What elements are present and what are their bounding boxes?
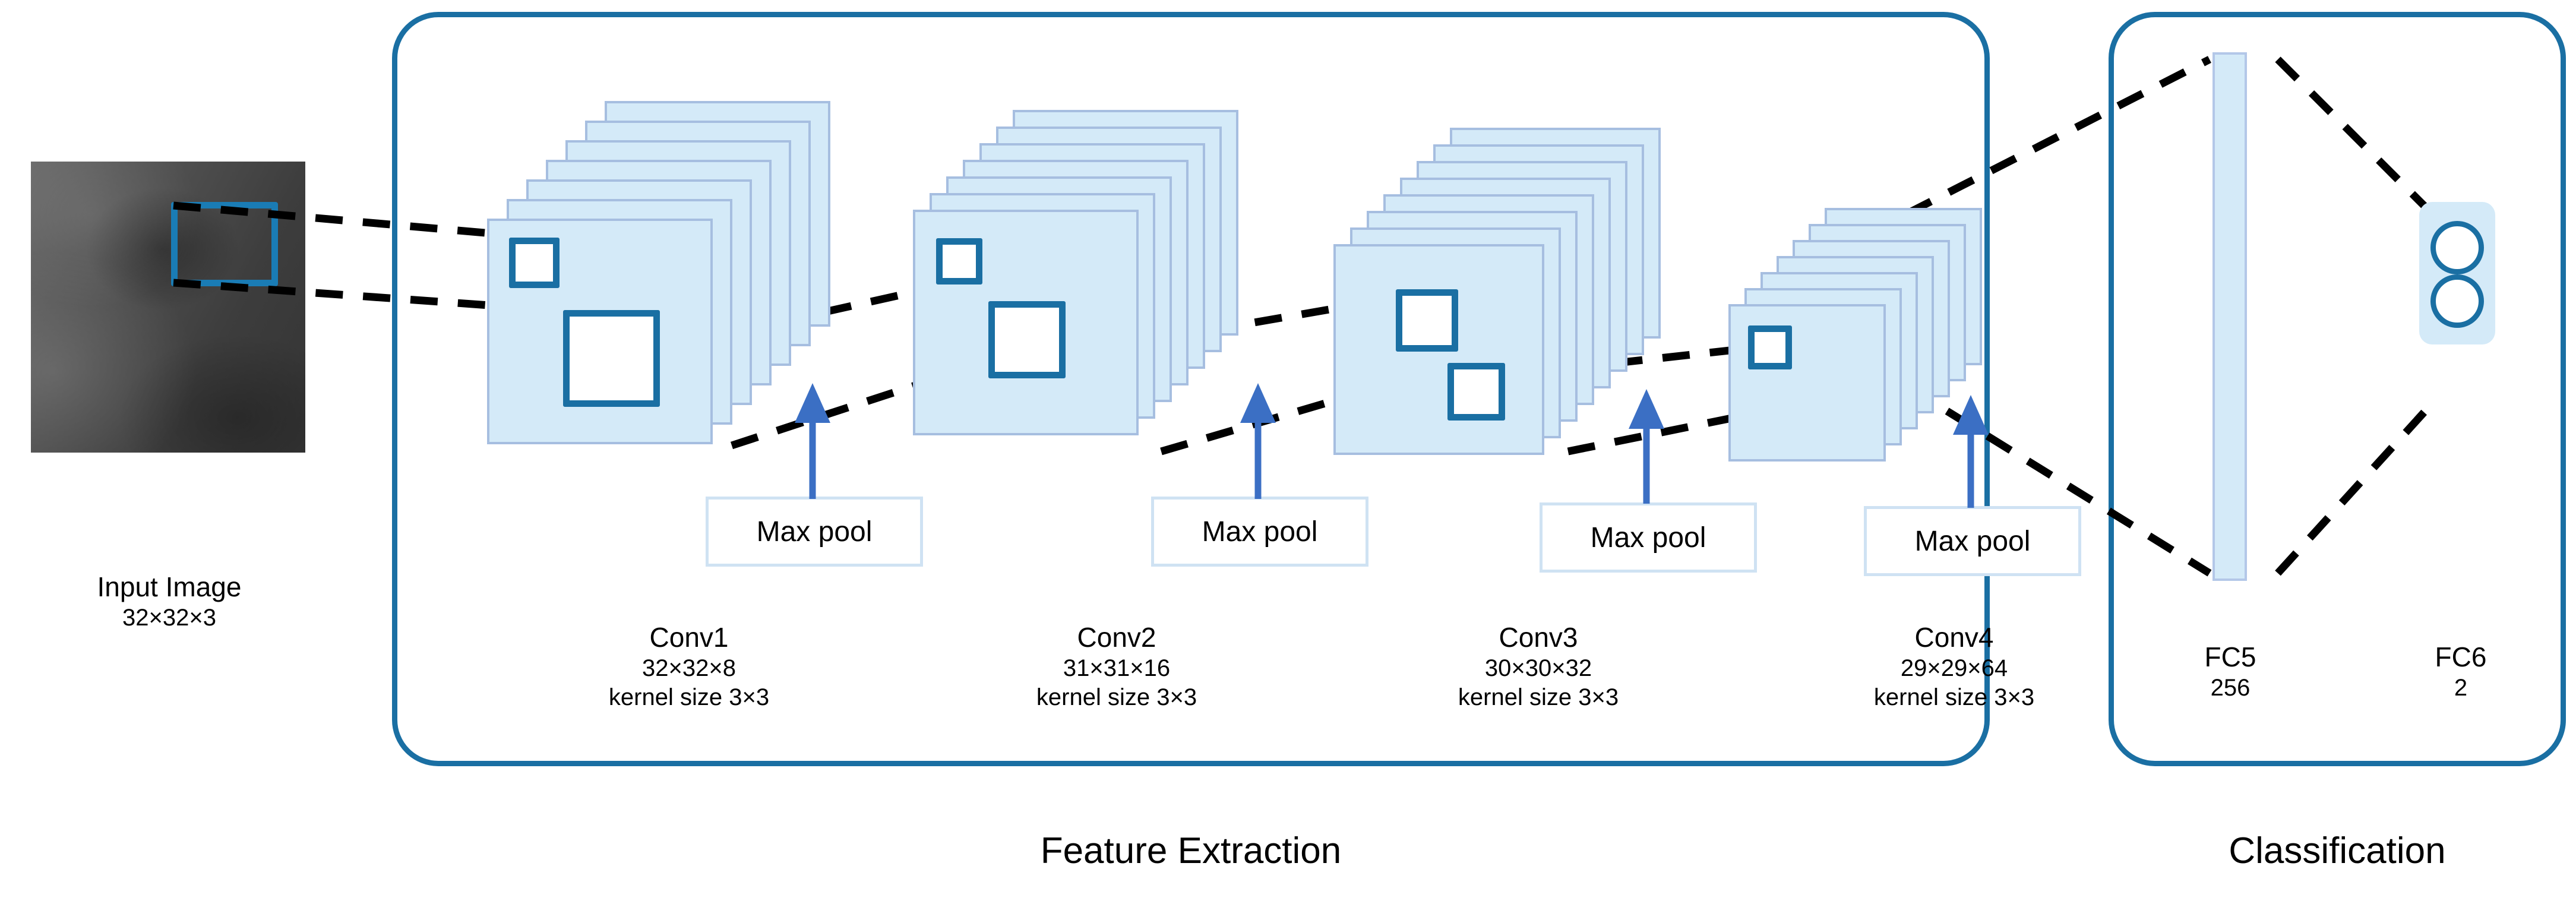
- conv1-shape: 32×32×8: [642, 655, 736, 682]
- input-image-shape: 32×32×3: [122, 605, 216, 631]
- feature-extraction-caption: Feature Extraction: [1040, 830, 1342, 871]
- input-image-caption: Input Image 32×32×3: [0, 570, 339, 633]
- conv1-caption: Conv1 32×32×8 kernel size 3×3: [523, 621, 855, 712]
- fc5-units: 256: [2210, 675, 2251, 701]
- maxpool-1-label: Max pool: [756, 516, 873, 548]
- conv1-receptive-field-large: [563, 310, 660, 407]
- maxpool-4-label: Max pool: [1914, 525, 2031, 557]
- maxpool-1: Max pool: [706, 497, 923, 567]
- maxpool-4: Max pool: [1864, 506, 2081, 576]
- fc6-caption: FC6 2: [2345, 640, 2576, 703]
- fc6-node-2: [2430, 274, 2484, 328]
- fc6-units: 2: [2454, 675, 2468, 701]
- fc6-title: FC6: [2435, 641, 2487, 672]
- conv2-caption: Conv2 31×31×16 kernel size 3×3: [938, 621, 1295, 712]
- conv4-receptive-field-small: [1748, 325, 1792, 369]
- conv1-title: Conv1: [649, 622, 729, 653]
- conv1-kernel: kernel size 3×3: [608, 684, 770, 710]
- conv3-kernel: kernel size 3×3: [1458, 684, 1619, 710]
- conv4-shape: 29×29×64: [1900, 655, 2008, 682]
- conv3-shape: 30×30×32: [1484, 655, 1592, 682]
- conv3-receptive-field-large: [1447, 363, 1505, 421]
- conv3-title: Conv3: [1499, 622, 1578, 653]
- input-image-title: Input Image: [97, 571, 242, 602]
- input-roi-box: [171, 202, 278, 286]
- conv4-kernel: kernel size 3×3: [1873, 684, 2035, 710]
- conv2-receptive-field-large: [988, 301, 1066, 378]
- classification-caption: Classification: [2229, 830, 2446, 871]
- conv3-receptive-field-small: [1396, 289, 1458, 352]
- fc5-title: FC5: [2204, 641, 2256, 672]
- conv2-receptive-field-small: [936, 238, 982, 285]
- conv4-title: Conv4: [1914, 622, 1994, 653]
- conv2-title: Conv2: [1077, 622, 1156, 653]
- conv1-receptive-field-small: [509, 238, 560, 288]
- maxpool-2-label: Max pool: [1202, 516, 1318, 548]
- fc6-node-1: [2430, 221, 2484, 274]
- conv2-shape: 31×31×16: [1063, 655, 1171, 682]
- maxpool-2: Max pool: [1151, 497, 1368, 567]
- conv2-kernel: kernel size 3×3: [1036, 684, 1197, 710]
- fc5-caption: FC5 256: [2114, 640, 2346, 703]
- fc5-bar: [2212, 52, 2247, 581]
- conv3-caption: Conv3 30×30×32 kernel size 3×3: [1360, 621, 1717, 712]
- conv4-caption: Conv4 29×29×64 kernel size 3×3: [1776, 621, 2132, 712]
- maxpool-3-label: Max pool: [1590, 521, 1706, 554]
- maxpool-3: Max pool: [1540, 502, 1757, 573]
